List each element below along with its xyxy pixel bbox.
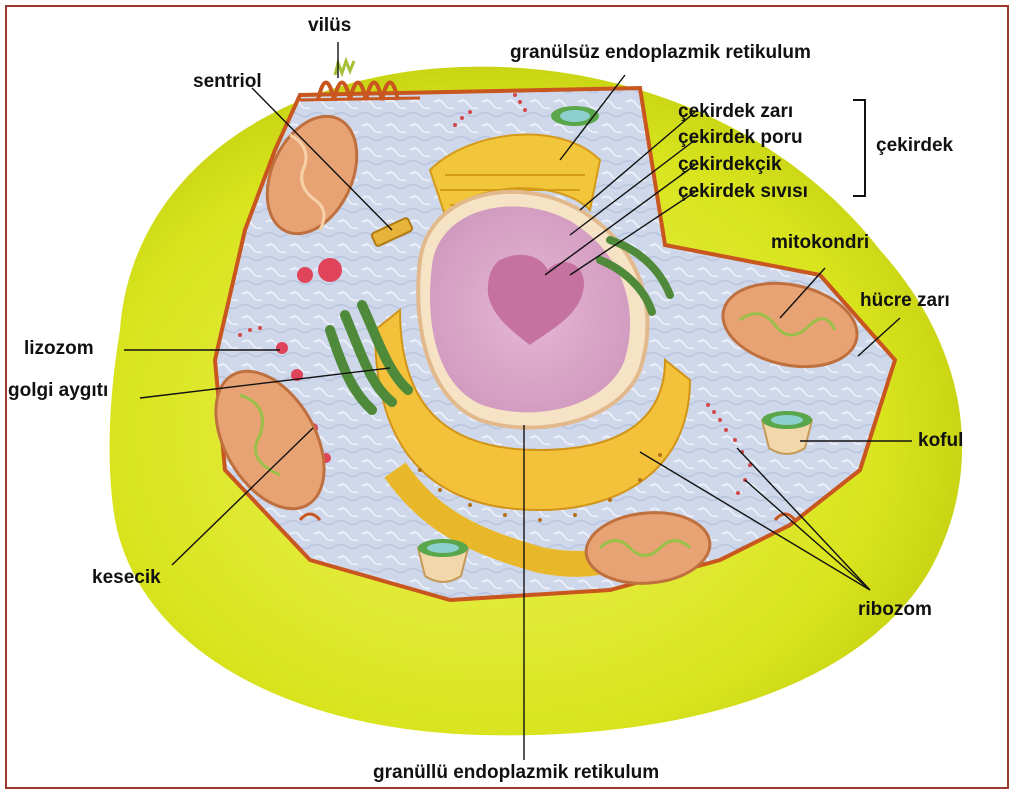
vacuole-top [551,106,599,126]
label-cekirdekcik: çekirdekçik [678,154,782,176]
label-vilus: vilüs [308,15,351,37]
vacuole-bottom [418,539,468,582]
label-koful: koful [918,430,963,452]
label-cekirdek: çekirdek [876,135,953,157]
label-golgi: golgi aygıtı [8,380,108,402]
label-hucre-zari: hücre zarı [860,290,950,312]
nucleus-bracket [853,100,865,196]
label-mitokondri: mitokondri [771,232,869,254]
label-cekirdek-sivisi: çekirdek sıvısı [678,181,808,203]
label-sentriol: sentriol [193,71,262,93]
label-cekirdek-poru: çekirdek poru [678,127,803,149]
label-ribozom: ribozom [858,599,932,621]
label-cekirdek-zari: çekirdek zarı [678,101,793,123]
label-kesecik: kesecik [92,567,161,589]
label-granulsuz-er: granülsüz endoplazmik retikulum [510,42,811,64]
vacuole-right [762,411,812,454]
label-granullu-er: granüllü endoplazmik retikulum [373,762,659,784]
label-lizozom: lizozom [24,338,94,360]
